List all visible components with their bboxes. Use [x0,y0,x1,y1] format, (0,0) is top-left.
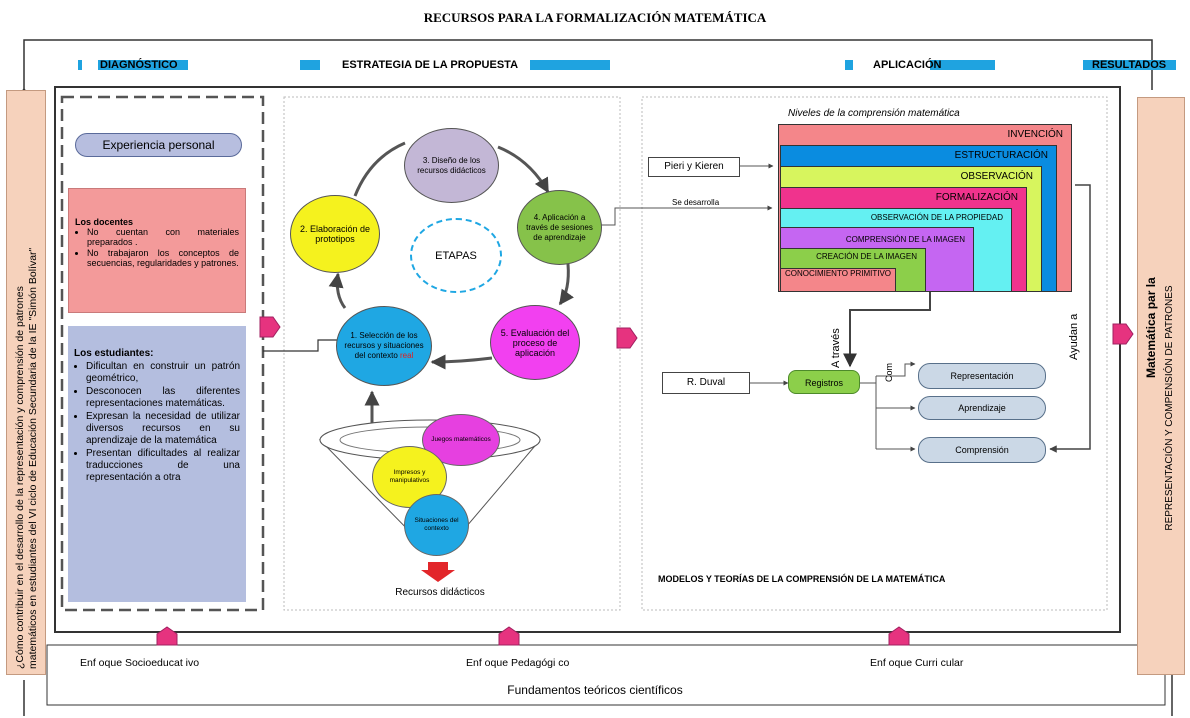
enfoque-pedagogico: Enf oque Pedagógi co [466,657,570,669]
docentes-box: Los docentes No cuentan con materiales p… [68,188,246,313]
level-label: CONOCIMIENTO PRIMITIVO [784,269,892,278]
step-1-circle: 1. Selección de los recursos y situacion… [336,306,432,386]
docentes-item: No trabajaron los conceptos de secuencia… [87,248,239,268]
section-diagnostico-label: DIAGNÓSTICO [100,59,178,71]
outcome-aprendizaje: Aprendizaje [918,396,1046,420]
pieri-kieren-box: Pieri y Kieren [648,157,740,177]
estudiantes-item: Dificultan en construir un patrón geomét… [86,361,240,385]
level-label: OBSERVACIÓN DE LA PROPIEDAD [870,213,1003,222]
section-diagnostico: DIAGNÓSTICO [78,59,188,71]
marker-pentagon [259,316,281,338]
section-resultados: RESULTADOS [1083,59,1176,71]
duval-box: R. Duval [662,372,750,394]
outcome-representacion: Representación [918,363,1046,389]
level-label: INVENCIÓN [1007,129,1063,140]
impresos-circle: Impresos y manipulativos [372,446,447,508]
marker-pentagon [616,327,638,349]
docentes-heading: Los docentes [75,217,134,227]
estudiantes-item: Desconocen las diferentes representacion… [86,386,240,410]
marker-pentagon [1112,323,1134,345]
section-estrategia: ESTRATEGIA DE LA PROPUESTA [300,59,610,71]
step-4-circle: 4. Aplicación a través de sesiones de ap… [517,190,602,265]
section-aplicacion-label: APLICACIÓN [873,59,942,71]
step-3-circle: 3. Diseño de los recursos didácticos [404,128,499,203]
experiencia-personal-pill: Experiencia personal [75,133,242,157]
fundamentos-label: Fundamentos teóricos científicos [507,683,683,697]
enfoque-curricular: Enf oque Curri cular [870,657,964,669]
section-estrategia-label: ESTRATEGIA DE LA PROPUESTA [342,59,519,71]
level-label: FORMALIZACIÓN [935,192,1018,203]
step-2-circle: 2. Elaboración de prototipos [290,195,380,273]
section-resultados-label: RESULTADOS [1092,59,1167,71]
docentes-item: No cuentan con materiales preparados . [87,227,239,247]
research-question-line1: ¿Cómo contribuir en el desarrollo de la … [14,286,26,669]
level-label: OBSERVACIÓN [960,171,1033,182]
com-label: Com [884,362,894,382]
ayudan-a-label: Ayudan a [1068,313,1080,360]
enfoque-socioeducativo: Enf oque Socioeducat ivo [80,657,200,669]
page-title: RECURSOS PARA LA FORMALIZACIÓN MATEMÁTIC… [423,10,767,25]
level-conocimiento-primitivo: CONOCIMIENTO PRIMITIVO [780,268,896,292]
resultados-line1: Matemática par la [1144,277,1158,378]
funnel-label: Recursos didácticos [395,587,485,598]
situaciones-circle: Situaciones del contexto [404,494,469,556]
research-question: ¿Cómo contribuir en el desarrollo de la … [14,248,40,669]
research-question-panel: ¿Cómo contribuir en el desarrollo de la … [6,90,46,675]
step-5-circle: 5. Evaluación del proceso de aplicación [490,305,580,380]
section-aplicacion: APLICACIÓN [845,59,995,71]
modelos-label: MODELOS Y TEORÍAS DE LA COMPRENSIÓN DE L… [658,574,946,584]
juegos-circle: Juegos matemáticos [422,414,500,466]
estudiantes-item: Expresan la necesidad de utilizar divers… [86,411,240,447]
resultados-panel: Matemática par la REPRESENTACIÓN Y COMPE… [1137,97,1185,675]
se-desarrolla-label: Se desarrolla [672,198,720,207]
resultados-text: Matemática par la REPRESENTACIÓN Y COMPE… [1144,173,1182,643]
step-1-highlight: real [400,351,414,360]
registros-box: Registros [788,370,860,394]
estudiantes-box: Los estudiantes: Dificultan en construir… [68,326,246,602]
level-label: CREACIÓN DE LA IMAGEN [816,252,917,261]
etapas-center: ETAPAS [410,218,502,293]
estudiantes-item: Presentan dificultades al realizar tradu… [86,448,240,484]
level-label: ESTRUCTURACIÓN [954,150,1048,161]
marker-house [888,626,910,646]
niveles-title: Niveles de la comprensión matemática [788,108,960,119]
marker-house [498,626,520,646]
estudiantes-heading: Los estudiantes: [74,348,154,359]
step-1-label: 1. Selección de los recursos y situacion… [344,331,424,360]
a-traves-label: A través [830,328,842,368]
marker-house [156,626,178,646]
research-question-line2: matemáticos en estudiantes del VI ciclo … [27,247,39,669]
level-label: COMPRENSIÓN DE LA IMAGEN [845,235,965,244]
resultados-line2: REPRESENTACIÓN Y COMPENSIÓN DE PATRONES [1164,285,1175,531]
outcome-comprension: Comprensión [918,437,1046,463]
